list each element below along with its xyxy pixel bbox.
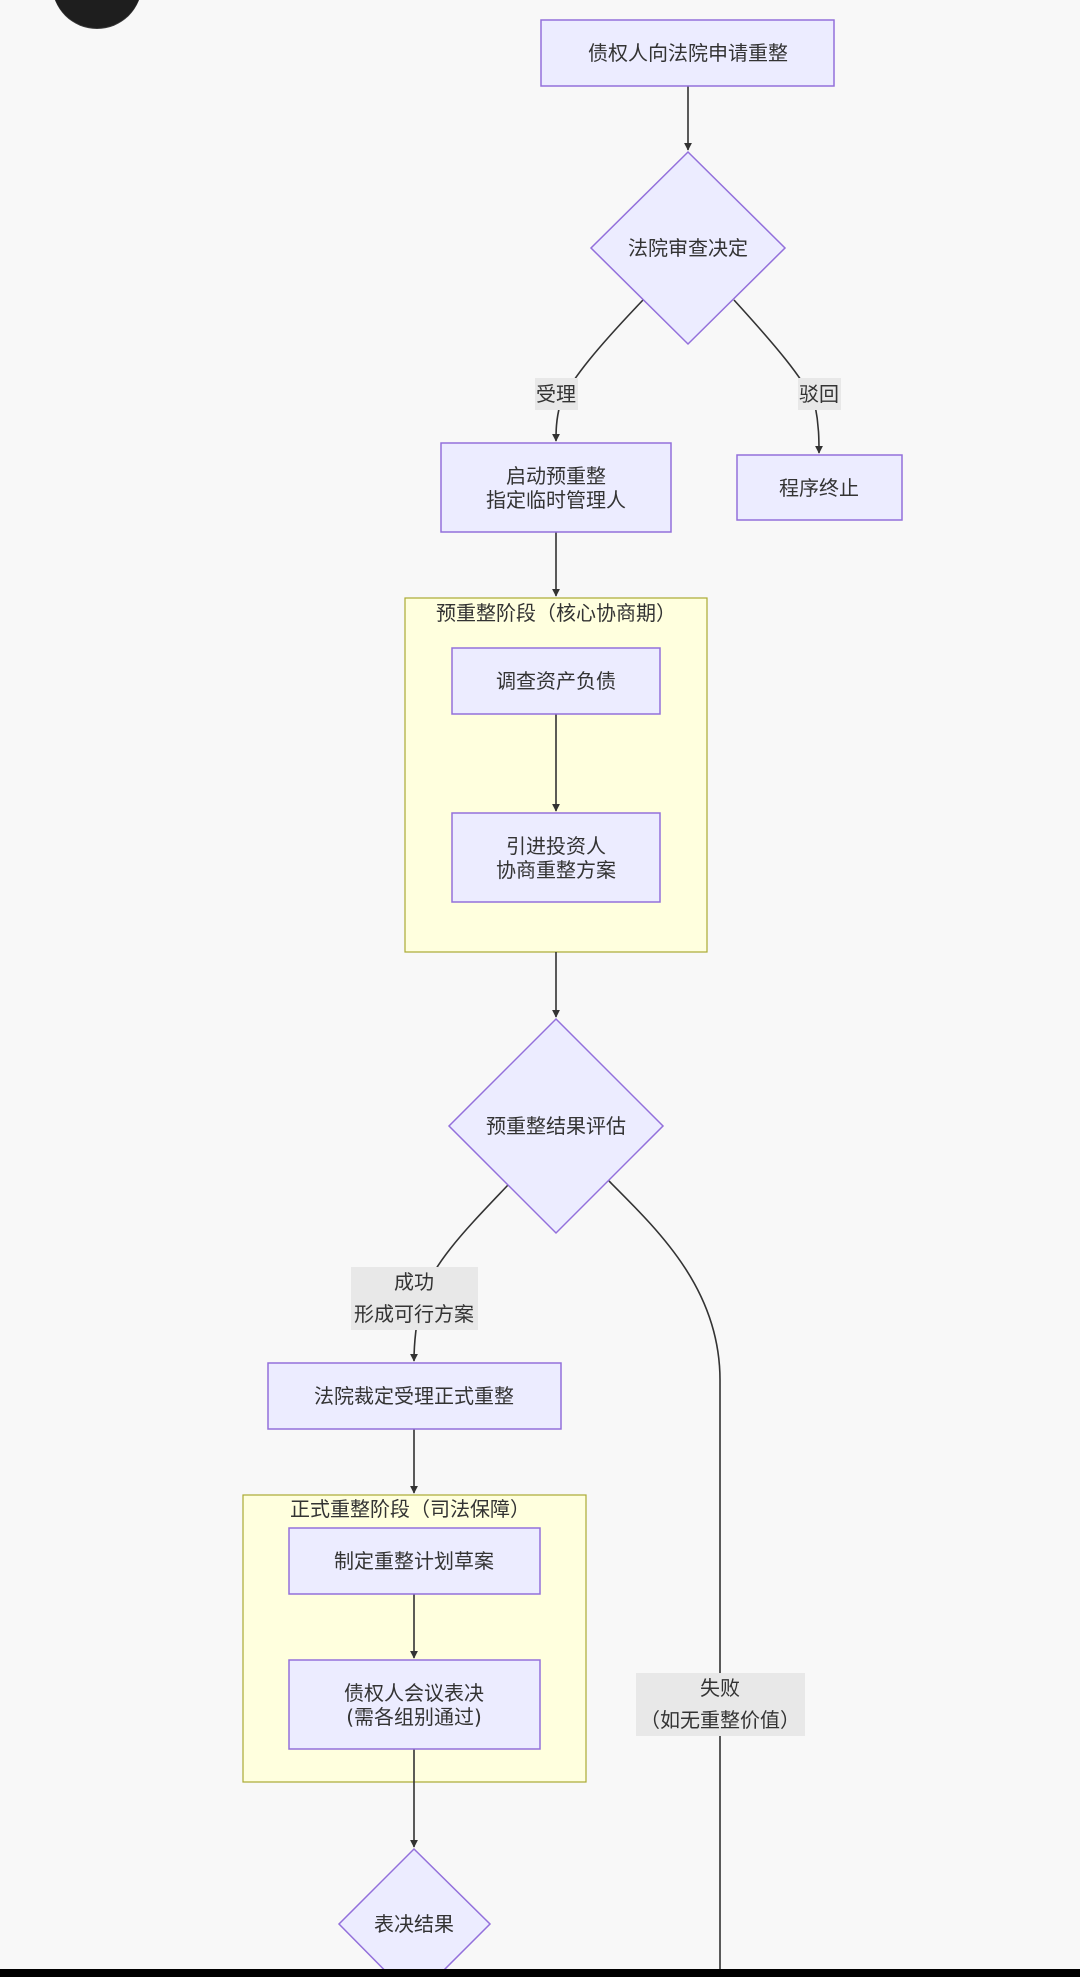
svg-text:成功: 成功 <box>394 1270 434 1294</box>
edge-label-accept: 受理 <box>535 378 578 410</box>
node-vote-result[interactable]: 表决结果 <box>337 1847 492 1977</box>
svg-text:债权人会议表决: 债权人会议表决 <box>344 1681 484 1705</box>
svg-text:形成可行方案: 形成可行方案 <box>354 1302 474 1326</box>
node-investigate[interactable]: 调查资产负债 <box>451 647 661 715</box>
svg-text:（如无重整价值）: （如无重整价值） <box>640 1708 800 1732</box>
svg-text:(需各组别通过): (需各组别通过) <box>346 1705 482 1729</box>
svg-text:制定重整计划草案: 制定重整计划草案 <box>334 1549 494 1573</box>
svg-text:调查资产负债: 调查资产负债 <box>496 669 616 693</box>
svg-text:法院裁定受理正式重整: 法院裁定受理正式重整 <box>314 1384 514 1408</box>
node-formal-accept[interactable]: 法院裁定受理正式重整 <box>267 1362 562 1430</box>
cluster-title: 正式重整阶段（司法保障） <box>290 1497 530 1521</box>
node-terminate[interactable]: 程序终止 <box>736 454 903 521</box>
svg-text:债权人向法院申请重整: 债权人向法院申请重整 <box>588 41 788 65</box>
edge-review-start-pre <box>552 299 644 442</box>
svg-text:受理: 受理 <box>536 382 576 406</box>
edge-label-failure: 失败 （如无重整价值） <box>636 1673 805 1736</box>
edge-review-terminate <box>733 299 823 454</box>
svg-text:驳回: 驳回 <box>799 382 839 406</box>
node-investor[interactable]: 引进投资人 协商重整方案 <box>451 812 661 903</box>
edge-label-success: 成功 形成可行方案 <box>351 1267 478 1330</box>
svg-text:预重整结果评估: 预重整结果评估 <box>486 1114 626 1138</box>
node-start-pre[interactable]: 启动预重整 指定临时管理人 <box>440 442 672 533</box>
svg-text:程序终止: 程序终止 <box>779 476 859 500</box>
node-evaluate[interactable]: 预重整结果评估 <box>447 1017 665 1235</box>
svg-text:引进投资人: 引进投资人 <box>506 834 606 858</box>
node-creditor-vote[interactable]: 债权人会议表决 (需各组别通过) <box>288 1659 541 1750</box>
svg-text:表决结果: 表决结果 <box>374 1912 454 1936</box>
svg-text:法院审查决定: 法院审查决定 <box>628 236 748 260</box>
node-review[interactable]: 法院审查决定 <box>589 150 787 346</box>
bottom-system-bar <box>0 1969 1080 1977</box>
node-draft-plan[interactable]: 制定重整计划草案 <box>288 1527 541 1595</box>
svg-text:指定临时管理人: 指定临时管理人 <box>486 488 626 512</box>
svg-text:失败: 失败 <box>700 1676 740 1700</box>
node-apply[interactable]: 债权人向法院申请重整 <box>540 19 835 87</box>
edge-evaluate-fail <box>608 1180 721 1977</box>
svg-text:启动预重整: 启动预重整 <box>506 464 606 488</box>
svg-text:协商重整方案: 协商重整方案 <box>496 858 616 882</box>
cluster-title: 预重整阶段（核心协商期） <box>436 601 676 625</box>
edge-label-reject: 驳回 <box>798 378 841 410</box>
